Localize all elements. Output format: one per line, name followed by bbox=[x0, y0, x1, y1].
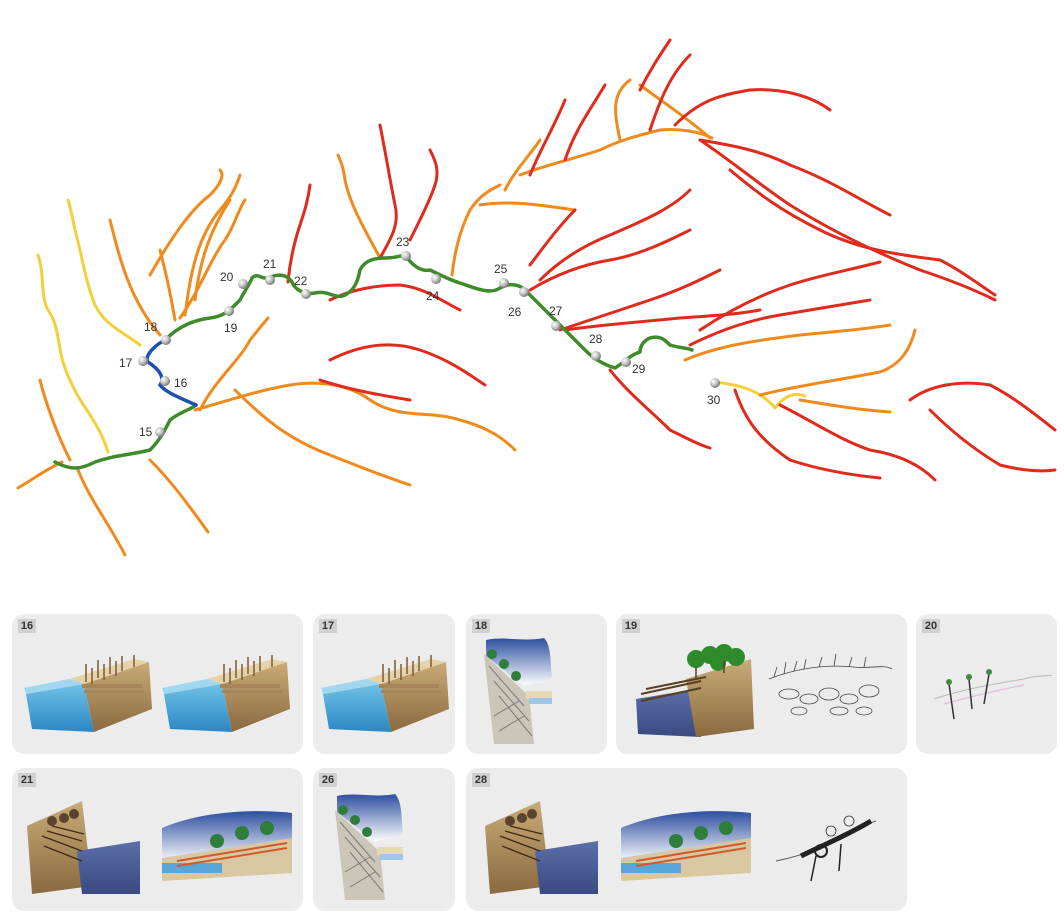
brush-layer-illustration bbox=[480, 796, 600, 896]
tributaries-orange bbox=[16, 78, 917, 557]
riprap-slope-illustration bbox=[325, 792, 405, 902]
blue-reach bbox=[145, 338, 198, 407]
panel-label: 21 bbox=[18, 773, 36, 787]
svg-text:22: 22 bbox=[294, 274, 308, 288]
panel-label: 19 bbox=[622, 619, 640, 633]
tributaries-yellow bbox=[36, 198, 807, 454]
svg-text:20: 20 bbox=[220, 270, 234, 284]
stone-rubble-sketch bbox=[764, 649, 894, 729]
panel-label: 28 bbox=[472, 773, 490, 787]
station-27[interactable]: 27 bbox=[549, 304, 563, 331]
panel-20: 20 bbox=[916, 614, 1057, 754]
fascine-bank-illustration bbox=[157, 803, 297, 883]
live-stake-sketch bbox=[924, 649, 1054, 729]
station-26[interactable]: 26 bbox=[508, 287, 529, 319]
station-19[interactable]: 19 bbox=[224, 306, 238, 335]
tributaries-red bbox=[286, 38, 1057, 482]
panel-18: 18 bbox=[466, 614, 607, 754]
station-22[interactable]: 22 bbox=[294, 274, 311, 299]
riprap-slope-illustration bbox=[474, 636, 554, 746]
svg-text:17: 17 bbox=[119, 356, 133, 370]
panel-26: 26 bbox=[313, 768, 455, 911]
svg-text:16: 16 bbox=[174, 376, 188, 390]
log-anchor-sketch bbox=[771, 806, 881, 886]
station-16[interactable]: 16 bbox=[160, 376, 188, 390]
station-21[interactable]: 21 bbox=[263, 257, 277, 285]
panel-label: 20 bbox=[922, 619, 940, 633]
svg-text:23: 23 bbox=[396, 235, 410, 249]
station-28[interactable]: 28 bbox=[589, 332, 603, 361]
panel-label: 26 bbox=[319, 773, 337, 787]
station-15[interactable]: 15 bbox=[139, 425, 165, 439]
panel-21: 21 bbox=[12, 768, 303, 911]
panel-16: 16 bbox=[12, 614, 303, 754]
station-17[interactable]: 17 bbox=[119, 356, 148, 370]
bank-sloped-stakes-illustration bbox=[162, 654, 292, 734]
river-network-map bbox=[16, 38, 1057, 557]
svg-text:18: 18 bbox=[144, 320, 158, 334]
fascine-bank-illustration bbox=[616, 803, 756, 883]
brush-layer-illustration bbox=[22, 796, 142, 896]
svg-text:25: 25 bbox=[494, 262, 508, 276]
panel-19: 19 bbox=[616, 614, 907, 754]
station-18[interactable]: 18 bbox=[144, 320, 171, 345]
svg-text:19: 19 bbox=[224, 321, 238, 335]
panel-label: 17 bbox=[319, 619, 337, 633]
svg-text:21: 21 bbox=[263, 257, 277, 271]
svg-text:24: 24 bbox=[426, 289, 440, 303]
station-30[interactable]: 30 bbox=[707, 378, 721, 407]
svg-text:27: 27 bbox=[549, 304, 563, 318]
svg-text:29: 29 bbox=[632, 362, 646, 376]
panel-28: 28 bbox=[466, 768, 907, 911]
panel-17: 17 bbox=[313, 614, 455, 754]
station-23[interactable]: 23 bbox=[396, 235, 411, 261]
station-29[interactable]: 29 bbox=[621, 357, 646, 376]
station-24[interactable]: 24 bbox=[426, 274, 441, 303]
station-markers: 15 16 17 18 19 20 21 22 23 24 25 26 27 2… bbox=[119, 235, 721, 439]
station-25[interactable]: 25 bbox=[494, 262, 509, 288]
svg-text:15: 15 bbox=[139, 425, 153, 439]
svg-text:28: 28 bbox=[589, 332, 603, 346]
panel-label: 18 bbox=[472, 619, 490, 633]
bank-planted-stakes-illustration bbox=[321, 654, 451, 734]
station-20[interactable]: 20 bbox=[220, 270, 248, 289]
bank-planted-stakes-illustration bbox=[24, 654, 154, 734]
svg-text:26: 26 bbox=[508, 305, 522, 319]
log-crib-wall-illustration bbox=[626, 639, 756, 739]
panel-label: 16 bbox=[18, 619, 36, 633]
svg-text:30: 30 bbox=[707, 393, 721, 407]
